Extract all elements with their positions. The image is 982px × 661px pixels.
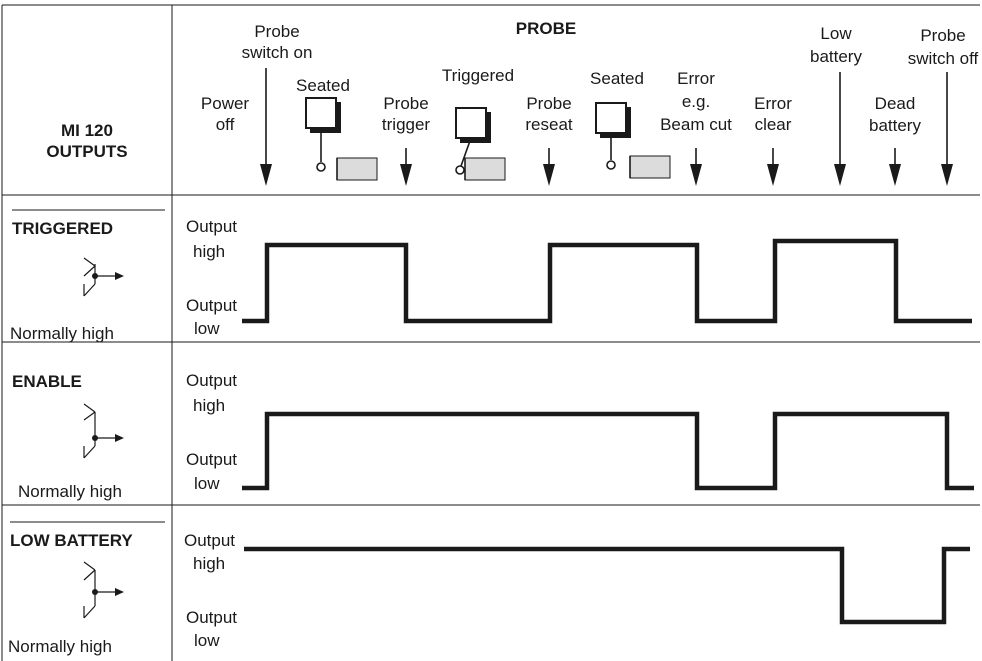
svg-text:Output: Output	[186, 608, 237, 627]
svg-text:low: low	[194, 631, 220, 650]
svg-text:high: high	[193, 396, 225, 415]
svg-text:switch on: switch on	[242, 43, 313, 62]
event-label-dead-battery: Dead battery	[869, 94, 921, 135]
transistor-icon-low-battery	[83, 561, 124, 619]
svg-text:switch off: switch off	[908, 49, 979, 68]
svg-text:high: high	[193, 242, 225, 261]
signal-name-triggered: TRIGGERED	[12, 219, 113, 238]
outputs-title-line1: MI 120	[61, 121, 113, 140]
signal-name-enable: ENABLE	[12, 372, 82, 391]
event-label-probe-trigger: Probe trigger	[382, 94, 431, 134]
table-grid	[1, 4, 980, 661]
event-label-probe-switch-off: Probe switch off	[908, 26, 979, 68]
outputs-title-line2: OUTPUTS	[46, 142, 127, 161]
svg-text:Output: Output	[184, 531, 235, 550]
probe-seated-icon	[305, 97, 378, 181]
probe-seated-2-icon	[595, 102, 671, 179]
svg-text:Triggered: Triggered	[442, 66, 514, 85]
svg-text:reseat: reseat	[525, 115, 573, 134]
event-arrow-dead-battery	[889, 148, 901, 186]
svg-text:Dead: Dead	[875, 94, 916, 113]
svg-text:Seated: Seated	[296, 76, 350, 95]
probe-header-title: PROBE	[516, 19, 576, 38]
svg-text:trigger: trigger	[382, 115, 431, 134]
waveform-triggered	[242, 238, 972, 324]
normally-high-triggered: Normally high	[10, 324, 114, 343]
svg-text:Low: Low	[820, 24, 852, 43]
svg-text:high: high	[193, 554, 225, 573]
svg-text:Probe: Probe	[920, 26, 965, 45]
event-label-low-battery: Low battery	[810, 24, 862, 66]
event-arrow-low-battery	[834, 72, 846, 186]
event-label-triggered: Triggered	[442, 66, 514, 85]
svg-text:Output: Output	[186, 296, 237, 315]
svg-text:Beam cut: Beam cut	[660, 115, 732, 134]
event-arrow-error-clear	[767, 148, 779, 186]
svg-text:Probe: Probe	[383, 94, 428, 113]
svg-text:low: low	[194, 319, 220, 338]
svg-text:battery: battery	[810, 47, 862, 66]
event-arrow-probe-trigger	[400, 148, 412, 186]
svg-text:Output: Output	[186, 217, 237, 236]
event-label-error-clear: Error clear	[754, 94, 792, 134]
svg-text:Output: Output	[186, 450, 237, 469]
event-label-seated-2: Seated	[590, 69, 644, 88]
svg-text:Error: Error	[754, 94, 792, 113]
event-arrow-error-beam-cut	[690, 148, 702, 186]
event-label-power-off: Power off	[201, 94, 250, 134]
svg-text:clear: clear	[755, 115, 792, 134]
svg-text:off: off	[216, 115, 235, 134]
normally-high-enable: Normally high	[18, 482, 122, 501]
probe-triggered-icon	[455, 107, 506, 181]
event-label-seated: Seated	[296, 76, 350, 95]
svg-text:low: low	[194, 474, 220, 493]
svg-text:Error: Error	[677, 69, 715, 88]
normally-high-low-battery: Normally high	[8, 637, 112, 656]
event-label-probe-switch-on: Probe switch on	[242, 22, 313, 62]
svg-text:Seated: Seated	[590, 69, 644, 88]
transistor-icon-triggered	[83, 257, 124, 297]
event-arrow-probe-switch-off	[941, 72, 953, 186]
level-labels-low-battery: Output high Output low	[184, 531, 237, 650]
level-labels-enable: Output high Output low	[186, 371, 237, 493]
svg-text:Power: Power	[201, 94, 250, 113]
event-arrow-probe-reseat	[543, 148, 555, 186]
svg-text:Probe: Probe	[254, 22, 299, 41]
signal-name-low-battery: LOW BATTERY	[10, 531, 133, 550]
level-labels-triggered: Output high Output low	[186, 217, 237, 338]
svg-text:Probe: Probe	[526, 94, 571, 113]
event-label-probe-reseat: Probe reseat	[525, 94, 573, 134]
svg-text:battery: battery	[869, 116, 921, 135]
svg-text:Output: Output	[186, 371, 237, 390]
transistor-icon-enable	[83, 403, 124, 459]
waveform-low-battery	[244, 546, 970, 625]
event-label-error-beam-cut: Error e.g. Beam cut	[660, 69, 732, 134]
waveform-enable	[242, 411, 974, 491]
svg-text:e.g.: e.g.	[682, 92, 710, 111]
event-arrow-probe-switch-on	[260, 68, 272, 186]
